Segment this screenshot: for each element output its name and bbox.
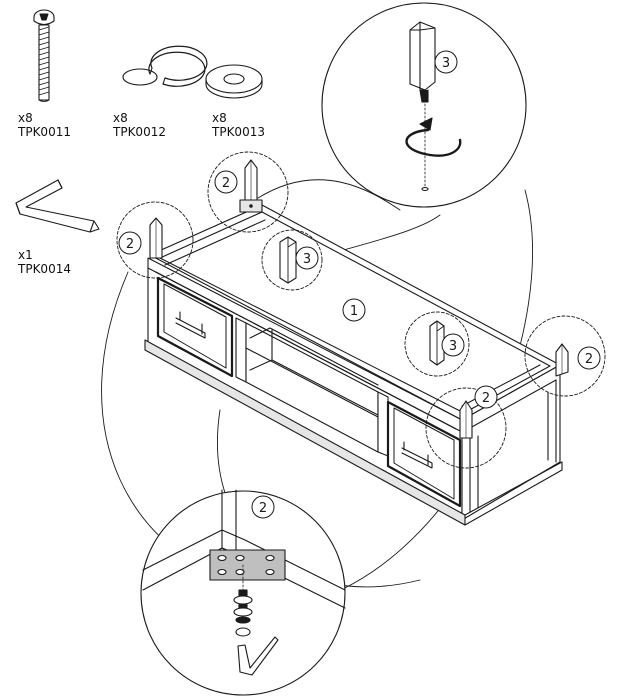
allen-key-icon [15,179,100,233]
dashed-callouts [116,151,606,469]
screw-icon [33,9,55,103]
callout-badge: 1 [342,298,366,322]
drawer-handle-icon [401,447,433,469]
detail-bracket-screw [140,489,346,696]
callout-number: 3 [442,56,450,71]
corner-post [459,400,473,439]
callout-number: 2 [482,391,490,406]
callout-badge: 3 [295,246,319,270]
part-code: TPK0011 [18,125,71,139]
leg-piece [279,236,297,284]
callout-number: 1 [350,304,358,319]
part-quantity: x8 [113,111,128,125]
callout-number: 2 [126,237,134,252]
callout-badge: 2 [577,346,601,370]
corner-post [555,343,569,377]
callout-badge: 2 [251,495,275,519]
part-label-flat-washer: x8 TPK0013 [212,111,265,139]
part-label-split-washer: x8 TPK0012 [113,111,166,139]
split-washer-icon [122,45,208,87]
corner-post [149,217,163,259]
rotate-arrow-icon [405,128,462,157]
part-quantity: x8 [18,111,33,125]
part-label-allen-key: x1 TPK0014 [18,248,71,276]
leg-piece [429,320,445,366]
callout-badge: 3 [434,50,458,74]
part-code: TPK0013 [212,125,265,139]
detail-leg-insertion [321,2,527,208]
callout-badge: 3 [441,333,465,357]
part-quantity: x8 [212,111,227,125]
callout-badges: 1 2 2 2 2 2 3 [118,50,601,519]
callout-number: 2 [585,352,593,367]
callout-badge: 2 [214,170,238,194]
part-quantity: x1 [18,248,33,262]
corner-post [239,159,263,213]
part-code: TPK0012 [113,125,166,139]
callout-number: 3 [449,339,457,354]
part-code: TPK0014 [18,262,71,276]
part-label-screw: x8 TPK0011 [18,111,71,139]
drawer-handle-icon [175,317,206,339]
tv-cabinet [144,159,569,526]
left-drawer [156,276,234,378]
callout-number: 2 [259,501,267,516]
right-drawer [386,400,462,508]
callout-badge: 2 [118,231,142,255]
callout-number: 2 [222,176,230,191]
callout-number: 3 [303,252,311,267]
callout-badge: 2 [474,385,498,409]
allen-key-icon [237,636,279,676]
flat-washer-icon [205,64,263,99]
